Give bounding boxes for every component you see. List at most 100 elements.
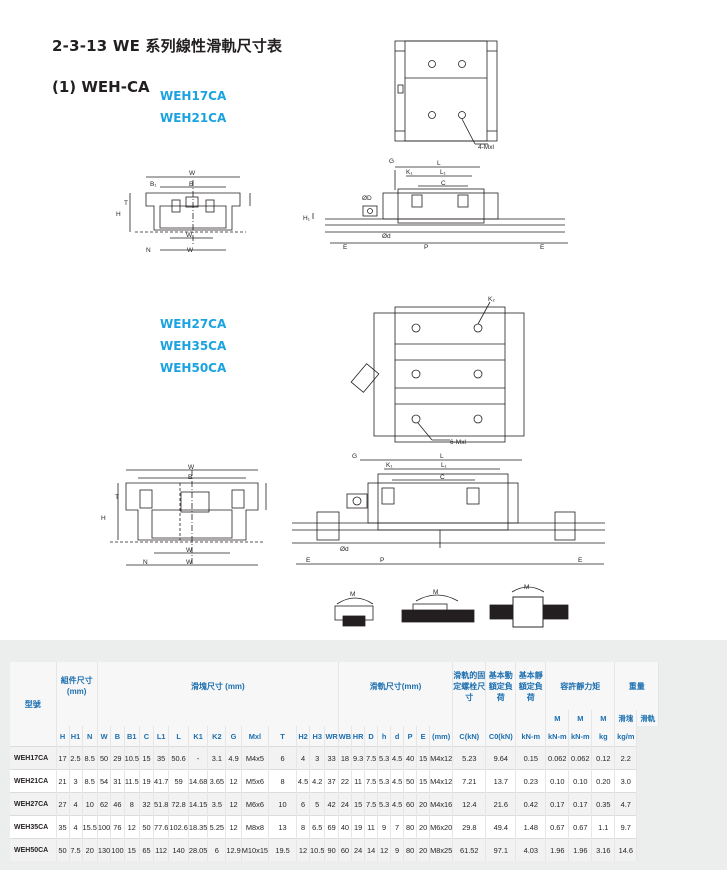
svg-text:W: W	[186, 232, 193, 239]
svg-text:C: C	[440, 474, 445, 481]
table-cell: 15	[351, 792, 366, 816]
row-model: WEH27CA	[10, 792, 57, 816]
table-cell: 62	[97, 792, 112, 816]
table-cell: 9	[377, 815, 392, 839]
column-header: H1	[69, 726, 83, 747]
moment-icon-my: M	[489, 584, 569, 628]
svg-text:M: M	[350, 591, 355, 598]
front-view-small: W B B₁ W W N H T	[116, 170, 251, 254]
column-header: N	[82, 726, 98, 747]
table-cell: 4.9	[225, 746, 242, 770]
header-assembly: 組件尺寸 (mm)	[56, 662, 98, 710]
table-cell: 5.25	[207, 815, 227, 839]
table-cell: M4x12	[429, 769, 454, 793]
table-cell: 15.5	[82, 815, 98, 839]
table-cell: 8	[268, 769, 298, 793]
column-header: kN-m	[545, 726, 570, 747]
table-cell: 8.5	[82, 746, 98, 770]
table-cell: 4.03	[515, 838, 547, 861]
table-cell: 22	[338, 769, 353, 793]
svg-text:K₁: K₁	[386, 462, 393, 469]
svg-text:P: P	[380, 557, 384, 564]
table-cell: -	[188, 746, 209, 770]
section-title: (1) WEH-CA	[52, 78, 150, 96]
table-cell: 6	[207, 838, 227, 861]
table-cell: 21.6	[485, 792, 517, 816]
table-cell: 35	[56, 815, 70, 839]
column-header: WR	[324, 726, 339, 747]
table-cell: 33	[324, 746, 339, 770]
table-cell: 9	[390, 838, 405, 861]
table-cell: 5.23	[452, 746, 487, 770]
table-cell: 5.3	[377, 769, 392, 793]
row-model: WEH21CA	[10, 769, 57, 793]
table-cell: 27	[56, 792, 70, 816]
table-cell: 19.5	[268, 838, 298, 861]
technical-drawings: 4-Mxl W B B₁ W W N H T L	[101, 40, 605, 628]
table-cell: 1.96	[545, 838, 570, 861]
svg-text:W: W	[186, 547, 193, 554]
table-cell: 4.5	[390, 769, 405, 793]
column-header: G	[225, 726, 242, 747]
header-mr: M	[545, 710, 570, 726]
column-header: kN-m	[515, 726, 547, 747]
table-cell: 42	[324, 792, 339, 816]
column-header: kN-m	[568, 726, 593, 747]
table-cell: 10	[82, 792, 98, 816]
table-cell: 12	[124, 815, 140, 839]
column-header: d	[390, 726, 405, 747]
table-cell: 7.5	[364, 746, 379, 770]
side-view-small: L G K₁ L₁ C ØD Ød E P E H₁	[303, 158, 568, 251]
svg-text:K₂: K₂	[488, 296, 495, 303]
table-cell: 112	[153, 838, 170, 861]
header-dynamic-load: 基本動額定負荷	[485, 662, 517, 710]
table-cell: 7	[390, 815, 405, 839]
table-cell: 4.5	[390, 792, 405, 816]
table-cell: M4x16	[429, 792, 454, 816]
svg-text:C: C	[441, 180, 446, 187]
header-weight-rail: 滑軌	[636, 710, 660, 726]
column-header: K1	[188, 726, 209, 747]
svg-text:E: E	[306, 557, 311, 564]
table-cell: 12	[225, 769, 242, 793]
table-cell: 5.3	[377, 792, 392, 816]
table-cell: 13.7	[485, 769, 517, 793]
table-cell: 60	[338, 838, 353, 861]
table-cell: 49.4	[485, 815, 517, 839]
table-cell: 0.10	[568, 769, 593, 793]
svg-text:B: B	[189, 181, 193, 188]
table-cell: M8x25	[429, 838, 454, 861]
front-view-large: W B W W N H T	[101, 464, 267, 566]
column-header: C0(kN)	[485, 726, 517, 747]
table-cell: 2.2	[614, 746, 638, 770]
table-cell: 11.5	[124, 769, 140, 793]
column-header: H	[56, 726, 70, 747]
table-cell: 4.5	[296, 769, 311, 793]
table-cell: 6	[268, 746, 298, 770]
table-cell: 0.10	[545, 769, 570, 793]
svg-text:E: E	[578, 557, 583, 564]
svg-text:M: M	[433, 589, 438, 596]
table-cell: 0.67	[545, 815, 570, 839]
table-cell: 0.17	[545, 792, 570, 816]
table-cell: 1.48	[515, 815, 547, 839]
table-cell: 77.6	[153, 815, 170, 839]
svg-text:L: L	[440, 453, 444, 460]
table-cell: 31	[110, 769, 125, 793]
table-cell: 20	[416, 838, 431, 861]
table-cell: 15	[416, 746, 431, 770]
svg-text:G: G	[352, 453, 357, 460]
table-cell: 29	[110, 746, 125, 770]
table-cell: 40	[403, 746, 418, 770]
column-header: L	[168, 726, 189, 747]
table-cell: 14	[364, 838, 379, 861]
table-cell: 21	[56, 769, 70, 793]
column-header: H2	[296, 726, 311, 747]
table-cell: 50	[56, 838, 70, 861]
column-header: C(kN)	[452, 726, 487, 747]
table-cell: 3.5	[207, 792, 227, 816]
svg-text:H: H	[116, 211, 121, 218]
svg-text:T: T	[115, 494, 119, 501]
table-cell: 0.15	[515, 746, 547, 770]
column-header: B1	[124, 726, 140, 747]
